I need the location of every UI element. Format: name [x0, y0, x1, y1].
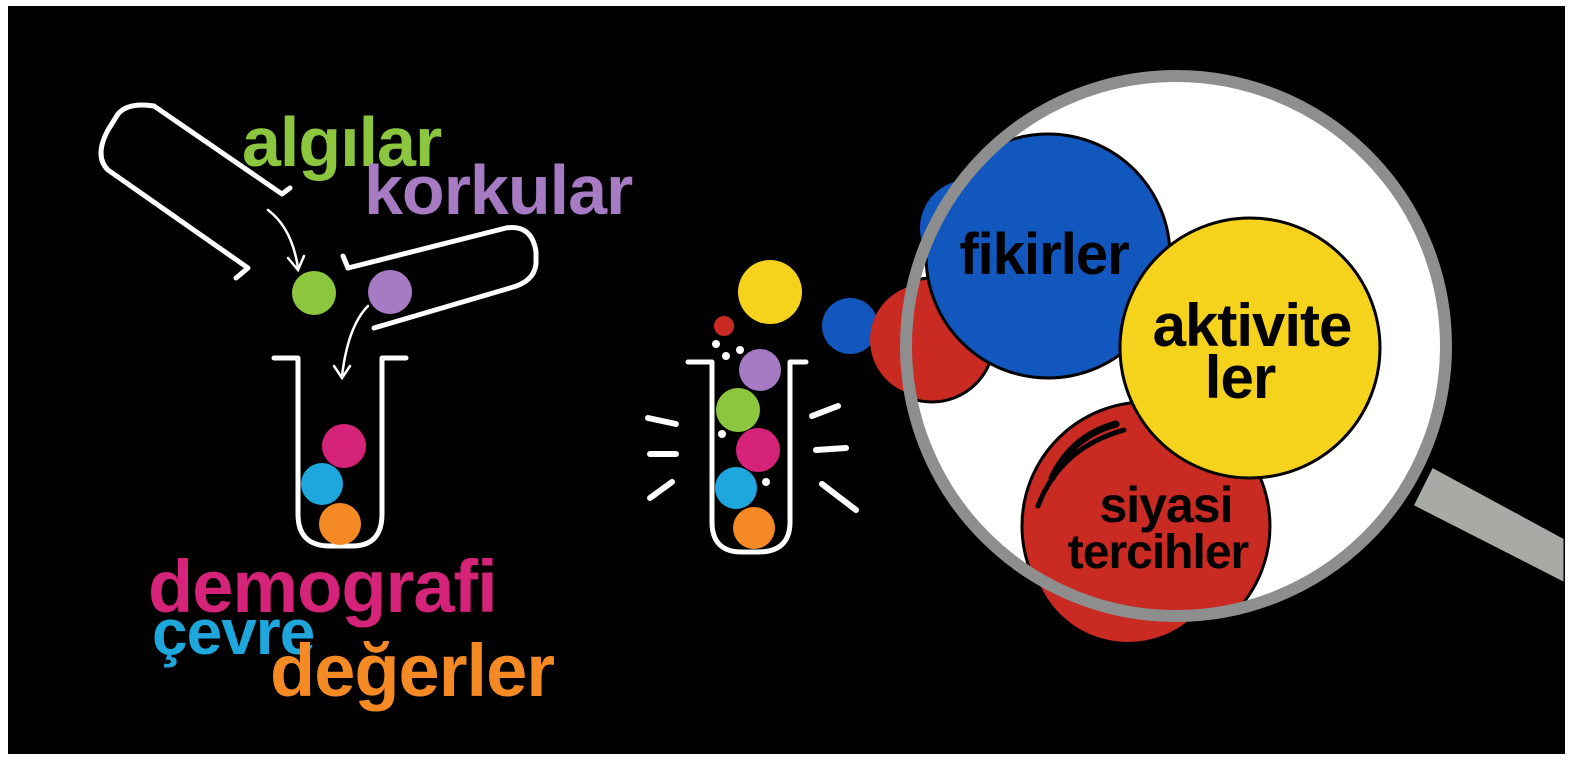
- red-ball-small: [714, 316, 734, 336]
- word-degerler: değerler: [270, 629, 554, 712]
- cyan-ball: [301, 463, 343, 505]
- bubble-label-siyasi-2: tercihler: [1068, 526, 1249, 579]
- word-demografi: demografi: [148, 545, 497, 628]
- test-tube-icon: [271, 355, 409, 549]
- purple-ball: [368, 270, 412, 314]
- illustration-stage: algılar korkular demografi çevre değerle…: [8, 6, 1565, 754]
- orange-ball: [319, 503, 361, 545]
- magenta-ball: [322, 424, 366, 468]
- yellow-bubble-aktivite: [1118, 216, 1382, 480]
- green-ball: [292, 271, 336, 315]
- arrow-icon: [266, 208, 370, 381]
- purple-ball-tube: [739, 349, 781, 391]
- bubble-label-aktivite-1: aktivite: [1153, 292, 1352, 359]
- funnel-icon: [98, 102, 539, 331]
- motion-arc-icon: [1035, 420, 1127, 509]
- bubble-label-fikirler: fikirler: [959, 222, 1129, 287]
- shake-lines-icon: [645, 403, 859, 513]
- word-cevre: çevre: [152, 596, 314, 668]
- yellow-ball-floating: [738, 260, 802, 324]
- orange-ball-tube: [733, 507, 775, 549]
- test-tube-icon-shaking: [685, 359, 809, 555]
- illustration-svg: algılar korkular demografi çevre değerle…: [98, 70, 1565, 712]
- bubble-label-siyasi-1: siyasi: [1099, 477, 1232, 533]
- word-algilar: algılar: [242, 103, 442, 181]
- magnifier-handle: [1409, 463, 1565, 586]
- magenta-ball-tube: [736, 428, 780, 472]
- word-korkular: korkular: [364, 151, 633, 229]
- magnifying-glass-icon: [900, 70, 1452, 622]
- sparkle-dots: [712, 340, 770, 486]
- bubble-label-aktivite-2: ler: [1205, 344, 1276, 411]
- blue-ball-floating: [822, 298, 878, 354]
- green-ball-tube: [716, 388, 760, 432]
- cyan-ball-tube: [715, 467, 757, 509]
